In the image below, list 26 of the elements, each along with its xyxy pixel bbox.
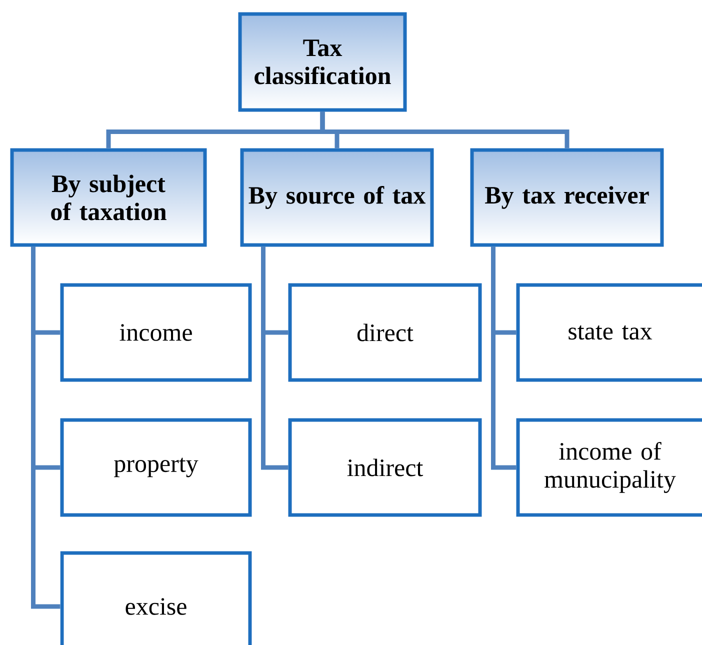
box-label: indirect xyxy=(347,458,424,476)
item-box xyxy=(60,418,252,517)
item-box xyxy=(60,551,252,645)
box-label: By source of tax xyxy=(248,186,426,209)
category-box xyxy=(240,148,434,247)
category-box xyxy=(470,148,664,247)
item-box xyxy=(288,283,482,382)
box-label: property xyxy=(114,458,198,478)
connector-line xyxy=(31,246,60,609)
box-label: Tax classification xyxy=(254,40,391,84)
item-box xyxy=(516,283,702,382)
box-label: excise xyxy=(126,598,186,615)
box-label: By subject of taxation xyxy=(51,174,166,220)
item-box xyxy=(288,418,482,517)
box-label: state tax xyxy=(568,325,652,340)
connector-line xyxy=(261,246,288,470)
category-box xyxy=(10,148,207,247)
connector-line xyxy=(320,112,570,148)
box-label: income xyxy=(120,324,192,341)
connector-line xyxy=(491,246,516,470)
box-label: direct xyxy=(357,324,414,342)
item-box xyxy=(60,283,252,382)
category-box xyxy=(238,12,407,112)
item-box xyxy=(516,418,702,517)
box-label: By tax receiver xyxy=(485,186,649,209)
box-label: income of munucipality xyxy=(544,442,676,493)
